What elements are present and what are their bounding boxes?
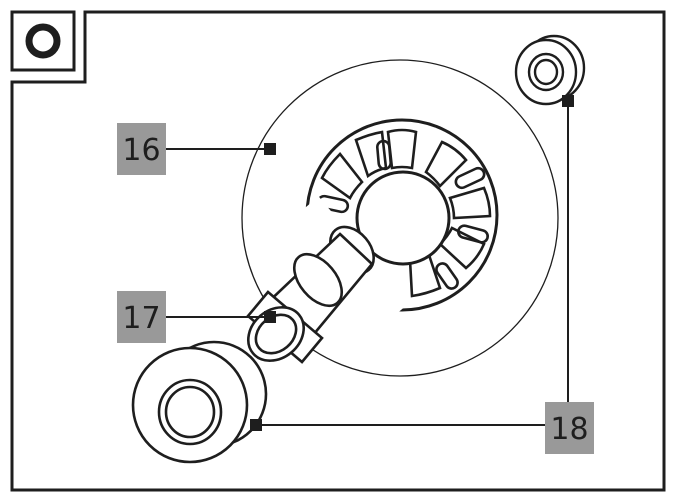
bearing-small-part xyxy=(514,34,586,106)
callout-17-text: 17 xyxy=(122,301,160,336)
marker-18-bottom xyxy=(250,419,262,431)
marker-18-top xyxy=(562,95,574,107)
callout-16-text: 16 xyxy=(122,133,160,168)
frame-border xyxy=(10,10,666,492)
leader-lines xyxy=(166,101,569,426)
circle-o-icon xyxy=(25,23,61,59)
wheel-center-bore xyxy=(355,170,451,266)
callout-18: 18 xyxy=(545,402,594,454)
marker-16 xyxy=(264,143,276,155)
step-badge xyxy=(10,10,76,72)
callout-17: 17 xyxy=(117,291,166,343)
callout-16: 16 xyxy=(117,123,166,175)
callout-18-text: 18 xyxy=(550,412,588,447)
leader-markers xyxy=(250,95,574,431)
bearing-large-part xyxy=(131,340,268,464)
marker-17 xyxy=(264,311,276,323)
axle-spacer-part xyxy=(246,225,375,364)
